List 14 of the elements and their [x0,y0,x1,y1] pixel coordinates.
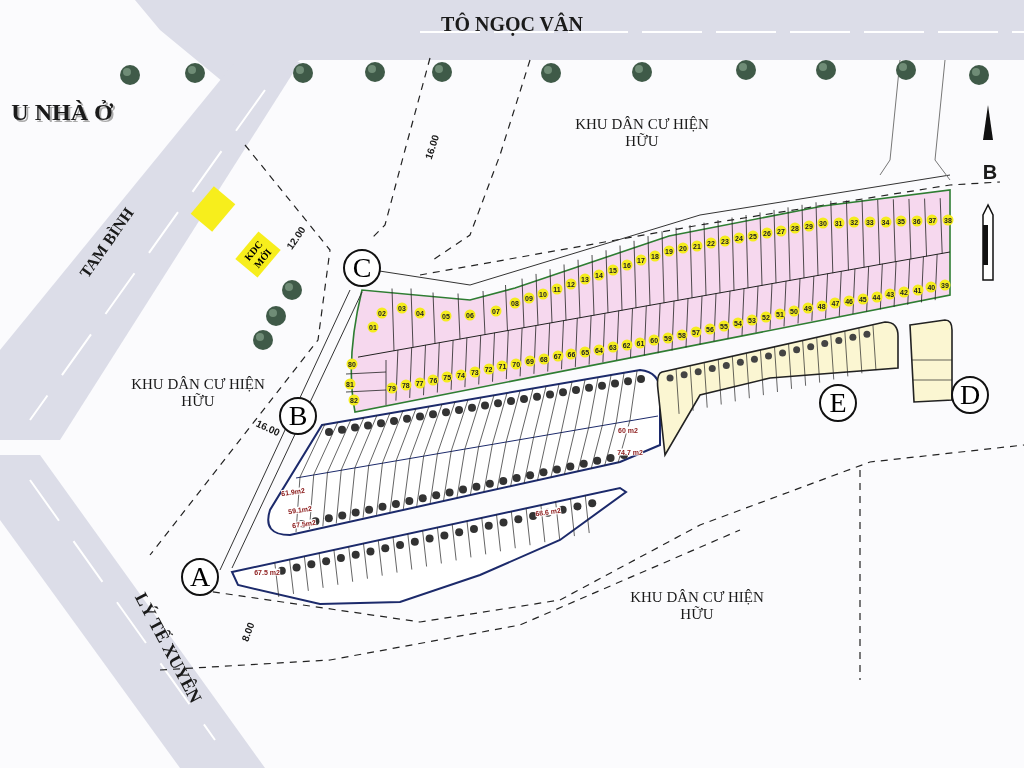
north-label: B [982,160,998,184]
dimension-label: 8.00 [239,620,257,644]
area-label: KHU DÂN CƯ HIỆN HỮU [629,589,765,623]
point-marker: A [181,558,219,596]
point-marker: D [951,376,989,414]
point-marker: E [819,384,857,422]
area-label: KHU DÂN CƯ HIỆN HỮU [130,376,266,410]
area-label: KHU DÂN CƯ HIỆN HỮU [574,116,710,150]
point-marker: C [343,249,381,287]
dimension-label: 16.00 [422,133,442,161]
dimension-label: 16.00 [254,417,282,439]
point-marker: B [279,397,317,435]
title-text: U NHÀ Ở [11,98,113,126]
street-name: TÔ NGỌC VÂN [441,12,583,36]
